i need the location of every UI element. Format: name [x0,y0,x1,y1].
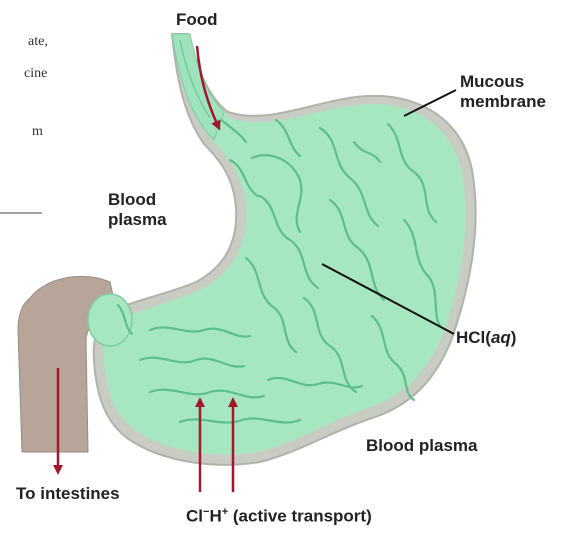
mucous-membrane-line2: membrane [460,92,546,112]
cl-ion: Cl [186,507,203,526]
hcl-prefix: HCl( [456,328,491,347]
active-transport-label: Cl−H+ (active transport) [186,502,372,527]
food-label: Food [176,10,218,30]
h-ion: H [209,507,221,526]
mucous-membrane-label: Mucous membrane [460,72,546,112]
blood-plasma-left-label: Blood plasma [108,190,167,230]
cropped-text-line-1: ate, [28,34,48,50]
hcl-suffix: ) [511,328,517,347]
blood-plasma-right-label: Blood plasma [366,436,477,456]
blood-plasma-left-line1: Blood [108,190,167,210]
active-transport-text: (active transport) [228,507,372,526]
blood-plasma-left-line2: plasma [108,210,167,230]
cropped-text-line-3: m [32,124,43,140]
hcl-italic: aq [491,328,511,347]
to-intestines-label: To intestines [16,484,120,504]
hcl-label: HCl(aq) [456,328,516,348]
mucous-membrane-line1: Mucous [460,72,546,92]
cropped-text-line-2: cine [24,66,47,82]
